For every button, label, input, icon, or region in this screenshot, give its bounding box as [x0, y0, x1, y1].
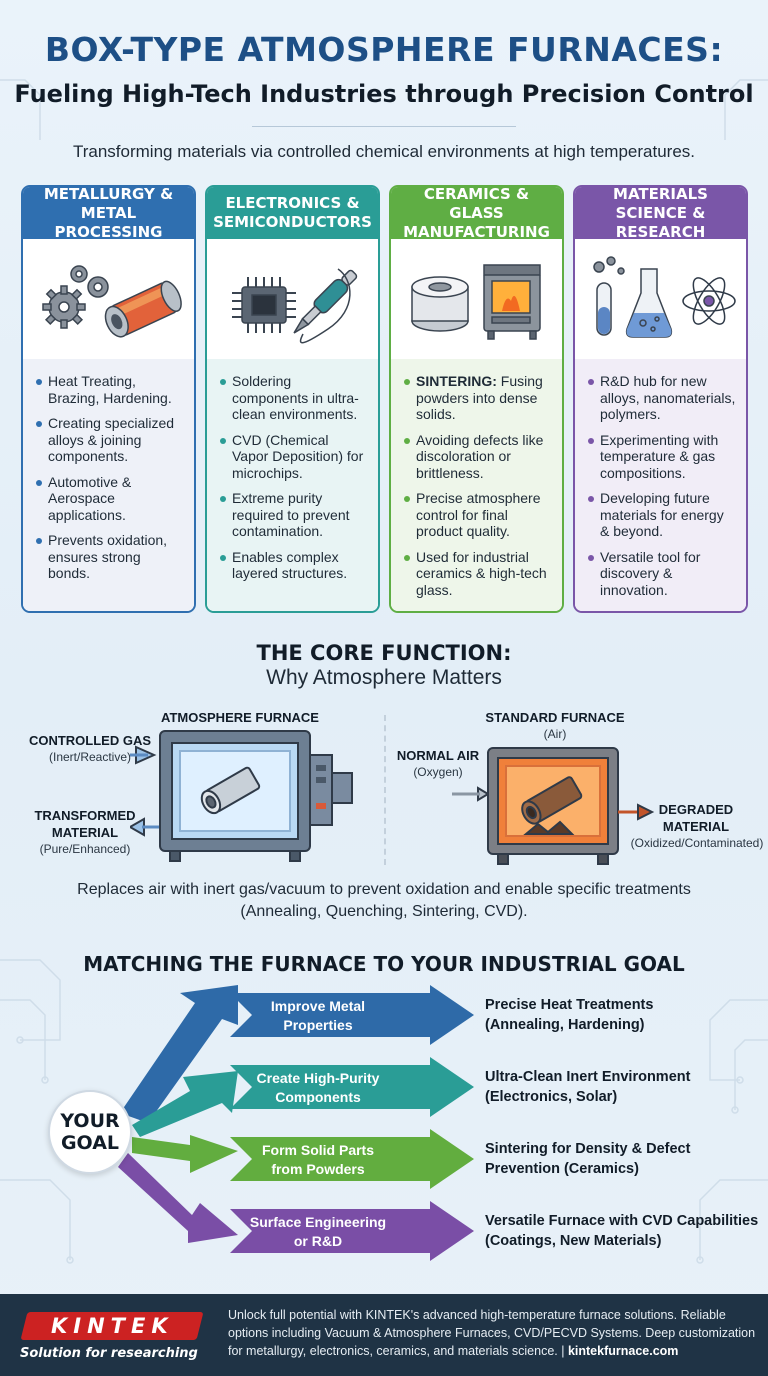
list-item: Creating specialized alloys & joining co… [35, 415, 184, 465]
list-item: Prevents oxidation, ensures strong bonds… [35, 532, 184, 582]
page-subtitle: Fueling High-Tech Industries through Pre… [14, 80, 754, 108]
gears-and-part-icon [23, 239, 194, 359]
result-line: (Coatings, New Materials) [485, 1233, 662, 1249]
core-description-line-1: Replaces air with inert gas/vacuum to pr… [77, 881, 691, 898]
normal-air-label: NORMAL AIR [396, 748, 480, 763]
card-title: METALLURGY & METAL PROCESSING [23, 187, 194, 241]
result-cvd-furnace: Versatile Furnace with CVD Capabilities … [485, 1211, 765, 1251]
footer-text: Unlock full potential with KINTEK's adva… [228, 1306, 756, 1360]
controlled-gas-sublabel: (Inert/Reactive) [48, 750, 132, 764]
goal-high-purity: Create High-Purity Components [218, 1069, 418, 1107]
list-item: R&D hub for new alloys, nanomaterials, p… [587, 373, 736, 423]
transformed-material-label-1: TRANSFORMED [34, 808, 136, 823]
standard-furnace-label: STANDARD FURNACE [485, 710, 625, 725]
list-item: Precise atmosphere control for final pro… [403, 490, 552, 540]
result-sintering: Sintering for Density & Defect Preventio… [485, 1139, 765, 1179]
list-item: CVD (Chemical Vapor Deposition) for micr… [219, 432, 368, 482]
result-line: Precise Heat Treatments [485, 997, 654, 1013]
sintering-text: Fusing powders into dense solids. [416, 373, 543, 422]
standard-furnace-icon [452, 747, 655, 865]
goal-text-line: from Powders [271, 1161, 365, 1177]
result-line: Prevention (Ceramics) [485, 1161, 639, 1177]
card-electronics: ELECTRONICS & SEMICONDUCTORS [205, 185, 380, 613]
sintering-keyword: SINTERING: [416, 373, 497, 389]
result-line: (Electronics, Solar) [485, 1089, 618, 1105]
goal-text-line: Properties [283, 1017, 353, 1033]
card-title: MATERIALS SCIENCE & RESEARCH [575, 187, 746, 241]
goal-text-line: Components [275, 1089, 361, 1105]
list-item: Used for industrial ceramics & high-tech… [403, 549, 552, 599]
atmosphere-furnace-icon [130, 730, 353, 862]
core-description-line-2: (Annealing, Quenching, Sintering, CVD). [240, 903, 528, 920]
card-body: R&D hub for new alloys, nanomaterials, p… [575, 359, 746, 611]
goal-text-line: Form Solid Parts [261, 1142, 375, 1158]
result-line: Sintering for Density & Defect [485, 1141, 691, 1157]
core-description: Replaces air with inert gas/vacuum to pr… [0, 879, 768, 923]
list-item: Enables complex layered structures. [219, 549, 368, 582]
goal-line-2: GOAL [60, 1132, 120, 1154]
card-title: ELECTRONICS & SEMICONDUCTORS [207, 187, 378, 239]
card-materials-science: MATERIALS SCIENCE & RESEARCH R&D hub for… [573, 185, 748, 613]
list-item: Experimenting with temperature & gas com… [587, 432, 736, 482]
goal-form-parts: Form Solid Parts from Powders [218, 1141, 418, 1179]
result-line: (Annealing, Hardening) [485, 1017, 645, 1033]
page-title: BOX-TYPE ATMOSPHERE FURNACES: [44, 30, 724, 69]
lab-glassware-and-atom-icon [575, 239, 746, 359]
your-goal-circle: YOUR GOAL [48, 1090, 132, 1174]
logo-tagline: Solution for researching [20, 1346, 198, 1361]
atmosphere-furnace-label: ATMOSPHERE FURNACE [161, 710, 319, 725]
intro-text: Transforming materials via controlled ch… [72, 142, 696, 161]
goal-arrows [118, 985, 474, 1261]
card-body: Heat Treating, Brazing, Hardening. Creat… [23, 359, 194, 611]
comparison-divider [384, 715, 386, 865]
card-metallurgy: METALLURGY & METAL PROCESSING [21, 185, 196, 613]
chip-and-soldering-iron-icon [207, 239, 378, 359]
list-item: Avoiding defects like discoloration or b… [403, 432, 552, 482]
list-item: Developing future materials for energy &… [587, 490, 736, 540]
footer-website-link[interactable]: kintekfurnace.com [567, 1344, 679, 1358]
transformed-material-label-2: MATERIAL [51, 825, 119, 840]
title-divider [252, 126, 516, 127]
transformed-material-sublabel: (Pure/Enhanced) [39, 842, 131, 856]
core-section-subtitle: Why Atmosphere Matters [266, 666, 502, 689]
ceramic-part-and-kiln-icon [391, 239, 562, 359]
degraded-material-label-2: MATERIAL [662, 819, 730, 834]
logo-text: KINTEK [50, 1314, 174, 1338]
core-section-title: THE CORE FUNCTION: [256, 641, 512, 665]
normal-air-sublabel: (Oxygen) [413, 765, 463, 779]
list-item: Heat Treating, Brazing, Hardening. [35, 373, 184, 406]
list-item: Automotive & Aerospace applications. [35, 474, 184, 524]
degraded-material-sublabel: (Oxidized/Contaminated) [630, 836, 764, 850]
list-item: Extreme purity required to prevent conta… [219, 490, 368, 540]
footer-description: Unlock full potential with KINTEK's adva… [228, 1308, 756, 1358]
goal-text-line: or R&D [293, 1233, 343, 1249]
card-ceramics: CERAMICS & GLASS MANUFACTURING SINTERING… [389, 185, 564, 613]
controlled-gas-label: CONTROLLED GAS [28, 733, 152, 748]
goal-text-line: Create High-Purity [256, 1070, 380, 1086]
goal-text-line: Improve Metal [270, 998, 366, 1014]
list-item: Versatile tool for discovery & innovatio… [587, 549, 736, 599]
goal-improve-metal: Improve Metal Properties [218, 997, 418, 1035]
circuit-background [0, 79, 768, 1264]
result-line: Versatile Furnace with CVD Capabilities [485, 1213, 759, 1229]
card-title: CERAMICS & GLASS MANUFACTURING [391, 187, 562, 241]
kintek-logo[interactable]: KINTEK [20, 1312, 204, 1340]
goal-surface-engineering: Surface Engineering or R&D [218, 1213, 418, 1251]
goal-text-line: Surface Engineering [249, 1214, 387, 1230]
matching-section-title: MATCHING THE FURNACE TO YOUR INDUSTRIAL … [83, 952, 685, 976]
result-heat-treatments: Precise Heat Treatments (Annealing, Hard… [485, 995, 765, 1035]
list-item: Soldering components in ultra-clean envi… [219, 373, 368, 423]
card-body: Soldering components in ultra-clean envi… [207, 359, 378, 611]
footer: KINTEK Solution for researching Unlock f… [0, 1294, 768, 1376]
degraded-material-label-1: DEGRADED [658, 802, 734, 817]
result-line: Ultra-Clean Inert Environment [485, 1069, 691, 1085]
standard-furnace-sublabel: (Air) [543, 727, 567, 741]
goal-line-1: YOUR [60, 1110, 120, 1132]
card-body: SINTERING: Fusing powders into dense sol… [391, 359, 562, 611]
list-item: SINTERING: Fusing powders into dense sol… [403, 373, 552, 423]
result-inert-environment: Ultra-Clean Inert Environment (Electroni… [485, 1067, 765, 1107]
